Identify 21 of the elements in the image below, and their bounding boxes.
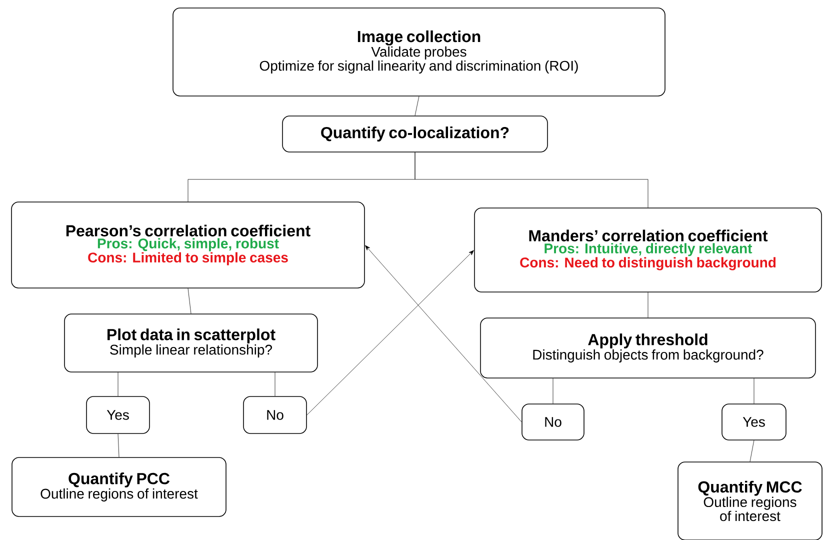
answer-box: No [243, 396, 307, 434]
connector [750, 440, 754, 462]
method-box: Manders’ correlation coefficient Pros: Intuitive, directly relevant Cons: Need to distinguish background [474, 208, 822, 292]
connector [552, 378, 554, 404]
connector [188, 288, 192, 314]
answer-box: Yes [722, 404, 786, 440]
result-box: Quantify PCC Outline regions of interest [12, 457, 226, 517]
method-box: Pearson’s correlation coefficient Pros: Quick, simple, robust Cons: Limited to simple cases [11, 202, 365, 288]
process-box: Apply threshold Distinguish objects from background? [480, 318, 816, 378]
result-box: Quantify MCC Outline regions of interest [678, 462, 822, 540]
connector [274, 372, 276, 396]
connector [365, 245, 522, 422]
process-box: Image collection Validate probes Optimize for signal linearity and discrimination (ROI) [172, 8, 666, 96]
connector [306, 250, 474, 416]
answer-box: Yes [86, 396, 150, 434]
answer-box: No [522, 404, 584, 440]
decision-box: Quantify co-localization? [282, 116, 548, 152]
connector [118, 434, 120, 458]
connector [414, 152, 648, 208]
connector [414, 96, 420, 116]
process-box: Plot data in scatterplot Simple linear relationship? [64, 314, 318, 372]
